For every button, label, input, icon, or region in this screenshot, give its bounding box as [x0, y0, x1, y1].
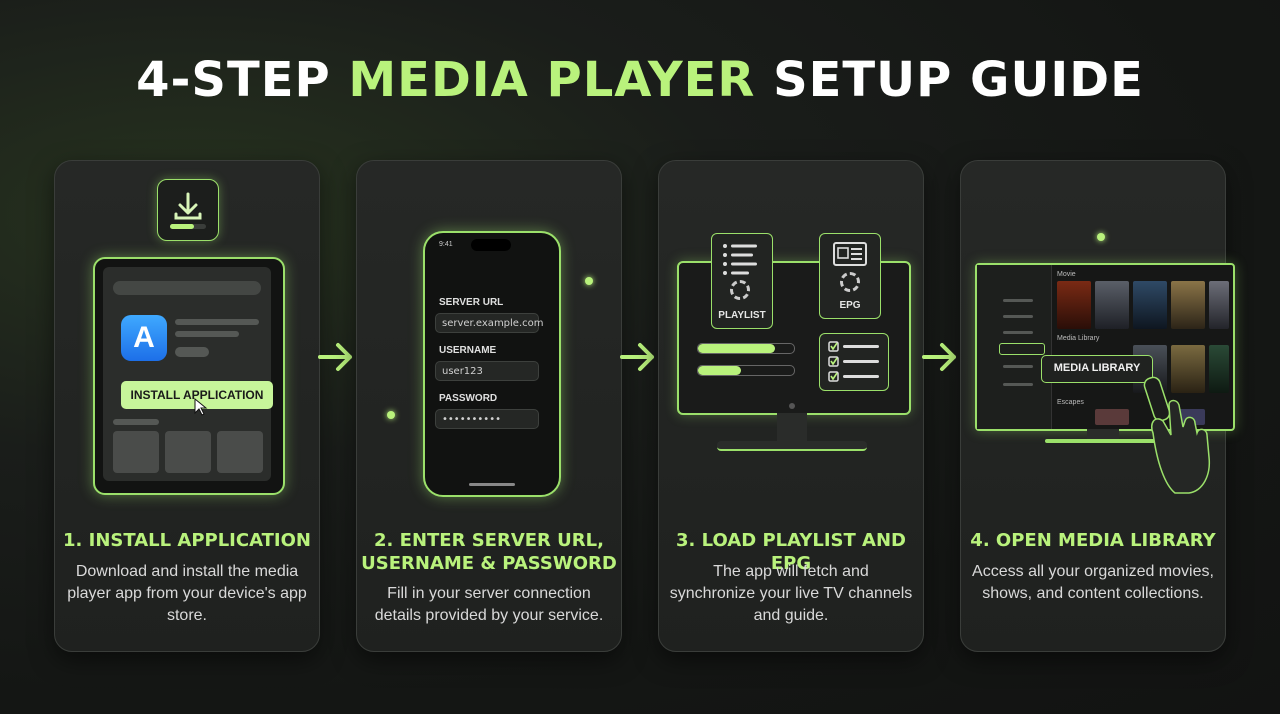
checklist-icon — [828, 341, 882, 388]
tv-sidebar — [977, 265, 1052, 429]
tv-base — [1045, 439, 1161, 443]
checklist-panel — [819, 333, 889, 391]
tablet-screen: A INSTALL APPLICATION — [103, 267, 273, 481]
step-2-heading-line-2: USERNAME & PASSWORD — [361, 553, 617, 574]
page-title: 4-STEP MEDIA PLAYER SETUP GUIDE — [0, 52, 1280, 108]
media-library-button[interactable]: MEDIA LIBRARY — [1041, 355, 1153, 383]
grid-tile — [217, 431, 263, 473]
search-bar — [113, 281, 261, 295]
list-icon — [722, 242, 762, 281]
app-rating-placeholder — [175, 347, 209, 357]
glow-dot — [1097, 233, 1105, 241]
step-2-description: Fill in your server connection details p… — [374, 585, 604, 624]
step-4-description: Access all your organized movies, shows,… — [972, 563, 1214, 602]
phone-notch — [471, 239, 511, 251]
grid-tile — [165, 431, 211, 473]
poster[interactable] — [1133, 281, 1167, 329]
glow-dot — [585, 277, 593, 285]
phone-status-time: 9:41 — [439, 241, 453, 248]
step-card-install: A INSTALL APPLICATION 1. INSTALL APPLICA… — [54, 160, 320, 652]
app-title-placeholder — [175, 319, 259, 325]
monitor-base — [717, 441, 867, 451]
app-store-icon: A — [121, 315, 167, 361]
tv-device: Movie Media Library Escapes — [975, 263, 1235, 431]
tv-stand — [1087, 429, 1119, 439]
server-url-input[interactable]: server.example.com — [435, 313, 544, 333]
step-2-heading: 2. ENTER SERVER URL, USERNAME & PASSWORD — [357, 529, 621, 575]
poster[interactable] — [1057, 281, 1091, 329]
app-subtitle-placeholder — [175, 331, 239, 337]
grid-tile — [113, 431, 159, 473]
playlist-panel: PLAYLIST — [711, 233, 773, 329]
phone-device: 9:41 SERVER URL server.example.com USERN… — [423, 231, 561, 497]
title-part-1: 4-STEP — [136, 52, 349, 108]
step-card-library: Movie Media Library Escapes MEDIA LIBRAR… — [960, 160, 1235, 652]
poster[interactable] — [1209, 281, 1229, 329]
install-application-button[interactable]: INSTALL APPLICATION — [121, 381, 273, 409]
row-label-escapes: Escapes — [1057, 399, 1084, 406]
step-3-description: The app will fetch and synchronize your … — [669, 563, 913, 624]
glow-dot — [387, 411, 395, 419]
hand-remote-icon — [1139, 375, 1223, 500]
username-label: USERNAME — [439, 345, 497, 356]
cursor-icon — [193, 397, 209, 422]
epg-label: EPG — [839, 300, 861, 311]
progress-fill-1 — [698, 344, 775, 353]
monitor-stand — [777, 413, 807, 441]
password-input[interactable]: •••••••••• — [435, 409, 539, 429]
step-card-playlist: PLAYLIST EPG 3. LOAD PLAYLIST AND EPG Th… — [658, 160, 924, 652]
progress-bar-2 — [697, 365, 795, 376]
username-input[interactable]: user123 — [435, 361, 539, 381]
title-part-2: SETUP GUIDE — [755, 52, 1144, 108]
tablet-device: A INSTALL APPLICATION — [93, 257, 285, 495]
title-accent: MEDIA PLAYER — [348, 52, 756, 108]
home-indicator — [469, 483, 515, 486]
step-3-heading: 3. LOAD PLAYLIST AND EPG — [676, 530, 906, 574]
section-placeholder — [113, 419, 159, 425]
step-1-description: Download and install the media player ap… — [67, 563, 307, 624]
step-card-server: 9:41 SERVER URL server.example.com USERN… — [356, 160, 622, 652]
poster[interactable] — [1209, 345, 1229, 393]
news-icon — [833, 242, 867, 271]
download-icon — [157, 179, 219, 241]
poster[interactable] — [1171, 281, 1205, 329]
loading-spinner — [840, 272, 860, 292]
poster[interactable] — [1171, 345, 1205, 393]
progress-fill-2 — [698, 366, 742, 375]
arrow-right-icon — [316, 340, 356, 374]
step-4-heading: 4. OPEN MEDIA LIBRARY — [970, 530, 1216, 551]
step-1-heading: 1. INSTALL APPLICATION — [63, 530, 311, 551]
arrow-right-icon — [618, 340, 658, 374]
poster[interactable] — [1095, 281, 1129, 329]
step-2-heading-line-1: 2. ENTER SERVER URL, — [374, 530, 604, 551]
arrow-right-icon — [920, 340, 960, 374]
row-label-movie: Movie — [1057, 271, 1076, 278]
epg-panel: EPG — [819, 233, 881, 319]
row-label-media-library: Media Library — [1057, 335, 1100, 342]
loading-spinner — [730, 280, 750, 300]
password-label: PASSWORD — [439, 393, 498, 404]
progress-bar-1 — [697, 343, 795, 354]
sidebar-selected-item[interactable] — [999, 343, 1045, 355]
poster[interactable] — [1095, 409, 1129, 425]
server-url-label: SERVER URL — [439, 297, 504, 308]
power-dot — [789, 403, 795, 409]
playlist-label: PLAYLIST — [718, 310, 766, 321]
